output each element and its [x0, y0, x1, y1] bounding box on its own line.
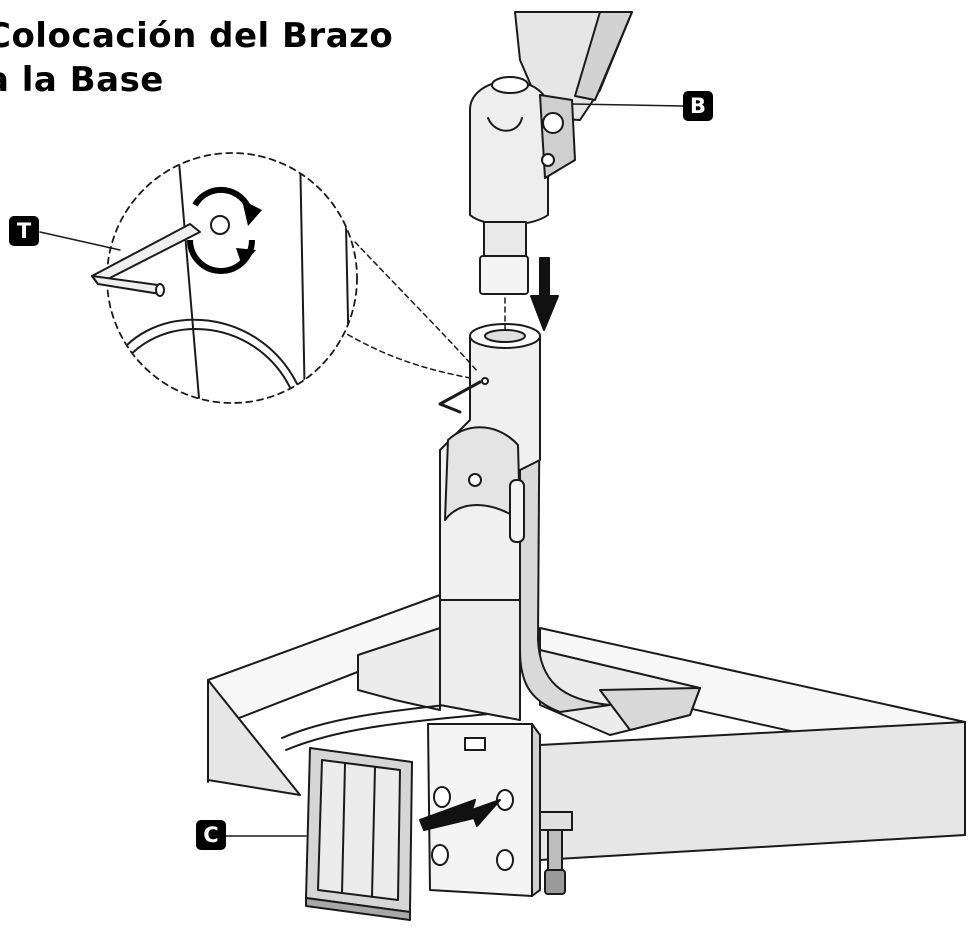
- clamp-bolt: [539, 811, 573, 895]
- zoom-hex-key: [91, 223, 201, 297]
- down-arrow-icon: [530, 257, 559, 331]
- right-arrow-icon: [419, 799, 501, 831]
- base-post: [439, 323, 611, 721]
- rotate-arrowheads: [236, 200, 262, 266]
- desk-slab: [207, 594, 966, 861]
- callout-tool-t: T: [9, 216, 39, 246]
- callout-arm-b: B: [683, 91, 713, 121]
- page-title: Colocación del Brazo a la Base: [0, 14, 393, 102]
- hex-key-small: [438, 380, 482, 414]
- zoom-detail: [91, 152, 358, 404]
- guide-lines: [339, 241, 506, 379]
- title-line-1: Colocación del Brazo: [0, 16, 394, 56]
- monitor-arm: [469, 11, 633, 295]
- cable-cover: [305, 747, 413, 921]
- callout-cover-c: C: [196, 820, 226, 850]
- title-line-2: a la Base: [0, 60, 164, 100]
- base-foot: [357, 627, 701, 736]
- callout-leaders: [39, 103, 684, 837]
